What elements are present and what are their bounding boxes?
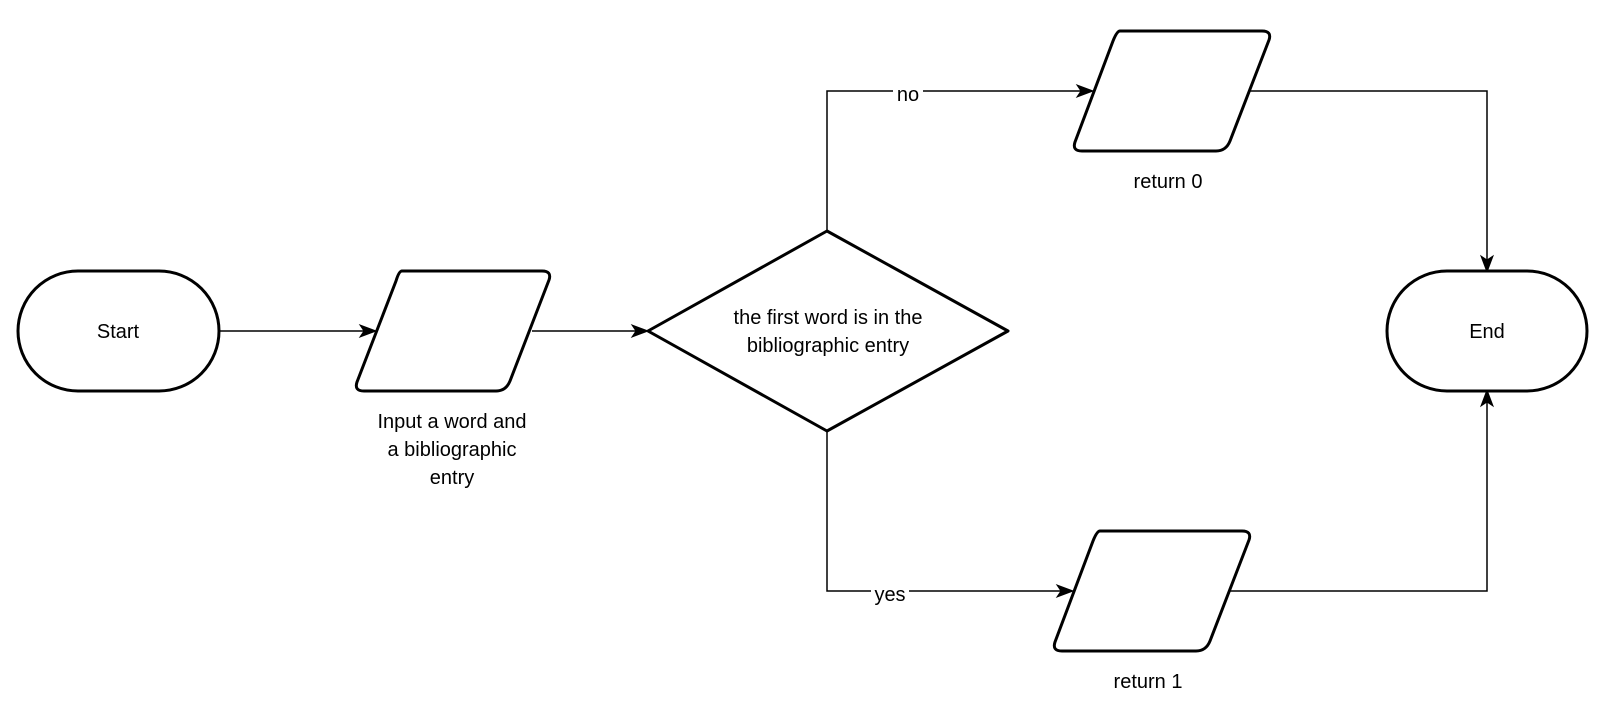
decision-label-line-2: bibliographic entry (747, 335, 909, 357)
node-return0[interactable]: return 0 (1072, 29, 1272, 193)
end-label: End (1469, 321, 1505, 343)
node-start[interactable]: Start (16, 269, 221, 393)
edge-return1-to-end (1225, 398, 1488, 592)
edge-label-no-bg (893, 82, 923, 100)
arrowhead-end-top (1479, 254, 1495, 274)
start-terminator-shape[interactable] (16, 269, 221, 393)
edge-decision-to-return0 (826, 90, 1085, 231)
input-label-line-2: a bibliographic (388, 439, 517, 461)
arrowhead-return1 (1055, 583, 1075, 599)
node-decision[interactable]: the first word is in the bibliographic e… (646, 229, 1010, 433)
decision-label-line-1: the first word is in the (734, 307, 923, 329)
input-parallelogram-shape[interactable] (354, 269, 552, 393)
return1-label: return 1 (1114, 671, 1183, 693)
node-end[interactable]: End (1385, 269, 1589, 393)
arrowhead-end-bottom (1479, 388, 1495, 408)
decision-diamond-shape[interactable] (646, 229, 1010, 433)
node-input[interactable]: Input a word and a bibliographic entry (354, 269, 552, 489)
edge-return0-to-end (1245, 90, 1488, 264)
end-terminator-shape[interactable] (1385, 269, 1589, 393)
arrowhead-decision (630, 323, 650, 339)
edges (219, 83, 1495, 599)
edge-label-yes-bg (871, 582, 909, 600)
return1-parallelogram-shape[interactable] (1052, 529, 1252, 653)
input-label-line-3: entry (430, 467, 474, 489)
node-return1[interactable]: return 1 (1052, 529, 1252, 693)
return0-label: return 0 (1134, 171, 1203, 193)
edge-labels: no yes (871, 82, 923, 606)
arrowhead-input (358, 323, 378, 339)
edge-label-no: no (897, 84, 919, 106)
edge-decision-to-return1 (826, 431, 1065, 592)
arrowhead-return0 (1075, 83, 1095, 99)
edge-label-yes: yes (874, 584, 905, 606)
start-label: Start (97, 321, 140, 343)
input-label-line-1: Input a word and (378, 411, 527, 433)
return0-parallelogram-shape[interactable] (1072, 29, 1272, 153)
